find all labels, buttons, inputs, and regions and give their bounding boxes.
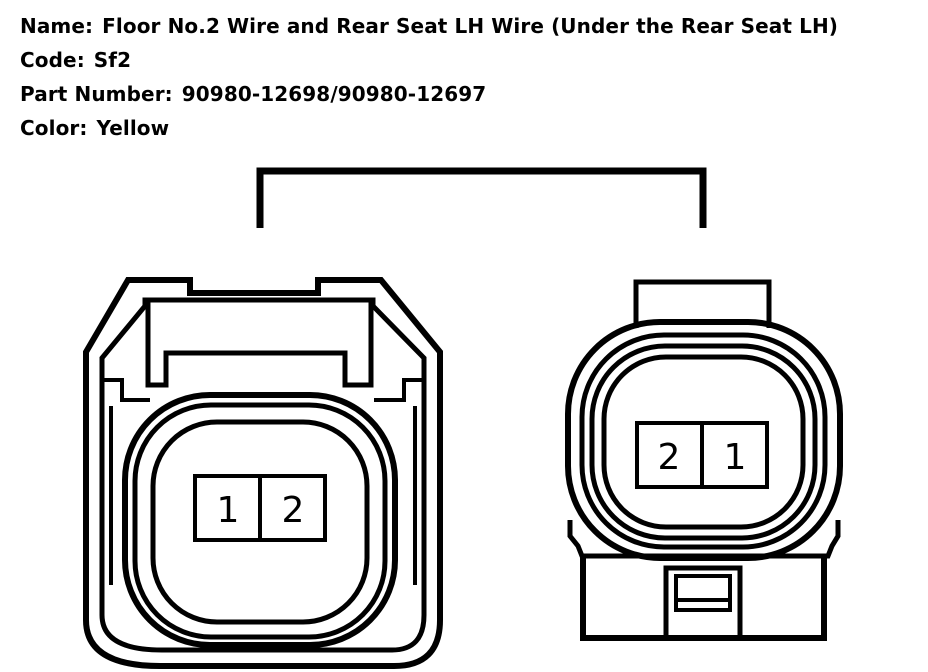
left-housing-inner <box>99 297 427 653</box>
right-lock-inner <box>674 574 732 612</box>
color-label: Color: <box>20 116 88 140</box>
part-number-label: Part Number: <box>20 82 173 106</box>
right-seal-ring-2 <box>589 343 818 541</box>
right-lock-slot <box>663 565 743 638</box>
part-number-value: 90980-12698/90980-12697 <box>181 82 487 106</box>
name-label: Name: <box>20 14 94 38</box>
code-label: Code: <box>20 48 85 72</box>
left-seal-ring-middle <box>132 402 388 640</box>
left-seal-ring-outer <box>122 392 398 648</box>
color-value: Yellow <box>96 116 170 140</box>
code-row: Code: Sf2 <box>20 43 838 77</box>
right-pin-2: 2 <box>658 437 681 478</box>
right-seal-ring-1 <box>579 332 828 550</box>
left-side-guide-right <box>374 378 422 402</box>
color-row: Color: Yellow <box>20 111 838 145</box>
left-housing-outer <box>83 277 443 669</box>
right-seal-ring-3 <box>601 354 806 530</box>
name-row: Name: Floor No.2 Wire and Rear Seat LH Wi… <box>20 9 838 43</box>
right-pin-1: 1 <box>724 437 747 478</box>
connection-bracket <box>256 167 707 228</box>
right-connector <box>565 279 843 641</box>
part-number-row: Part Number: 90980-12698/90980-12697 <box>20 77 838 111</box>
right-top-tab <box>633 279 772 328</box>
right-base <box>580 556 827 641</box>
left-latch <box>145 300 374 388</box>
name-value: Floor No.2 Wire and Rear Seat LH Wire (U… <box>102 14 839 38</box>
left-pin-1: 1 <box>217 490 240 531</box>
left-side-guide-left <box>104 378 150 402</box>
connector-info: Name: Floor No.2 Wire and Rear Seat LH Wi… <box>20 9 838 145</box>
left-pin-2: 2 <box>282 490 305 531</box>
code-value: Sf2 <box>93 48 132 72</box>
left-seal-ring-inner <box>150 419 370 625</box>
right-flange <box>567 520 841 559</box>
left-connector <box>83 277 443 669</box>
